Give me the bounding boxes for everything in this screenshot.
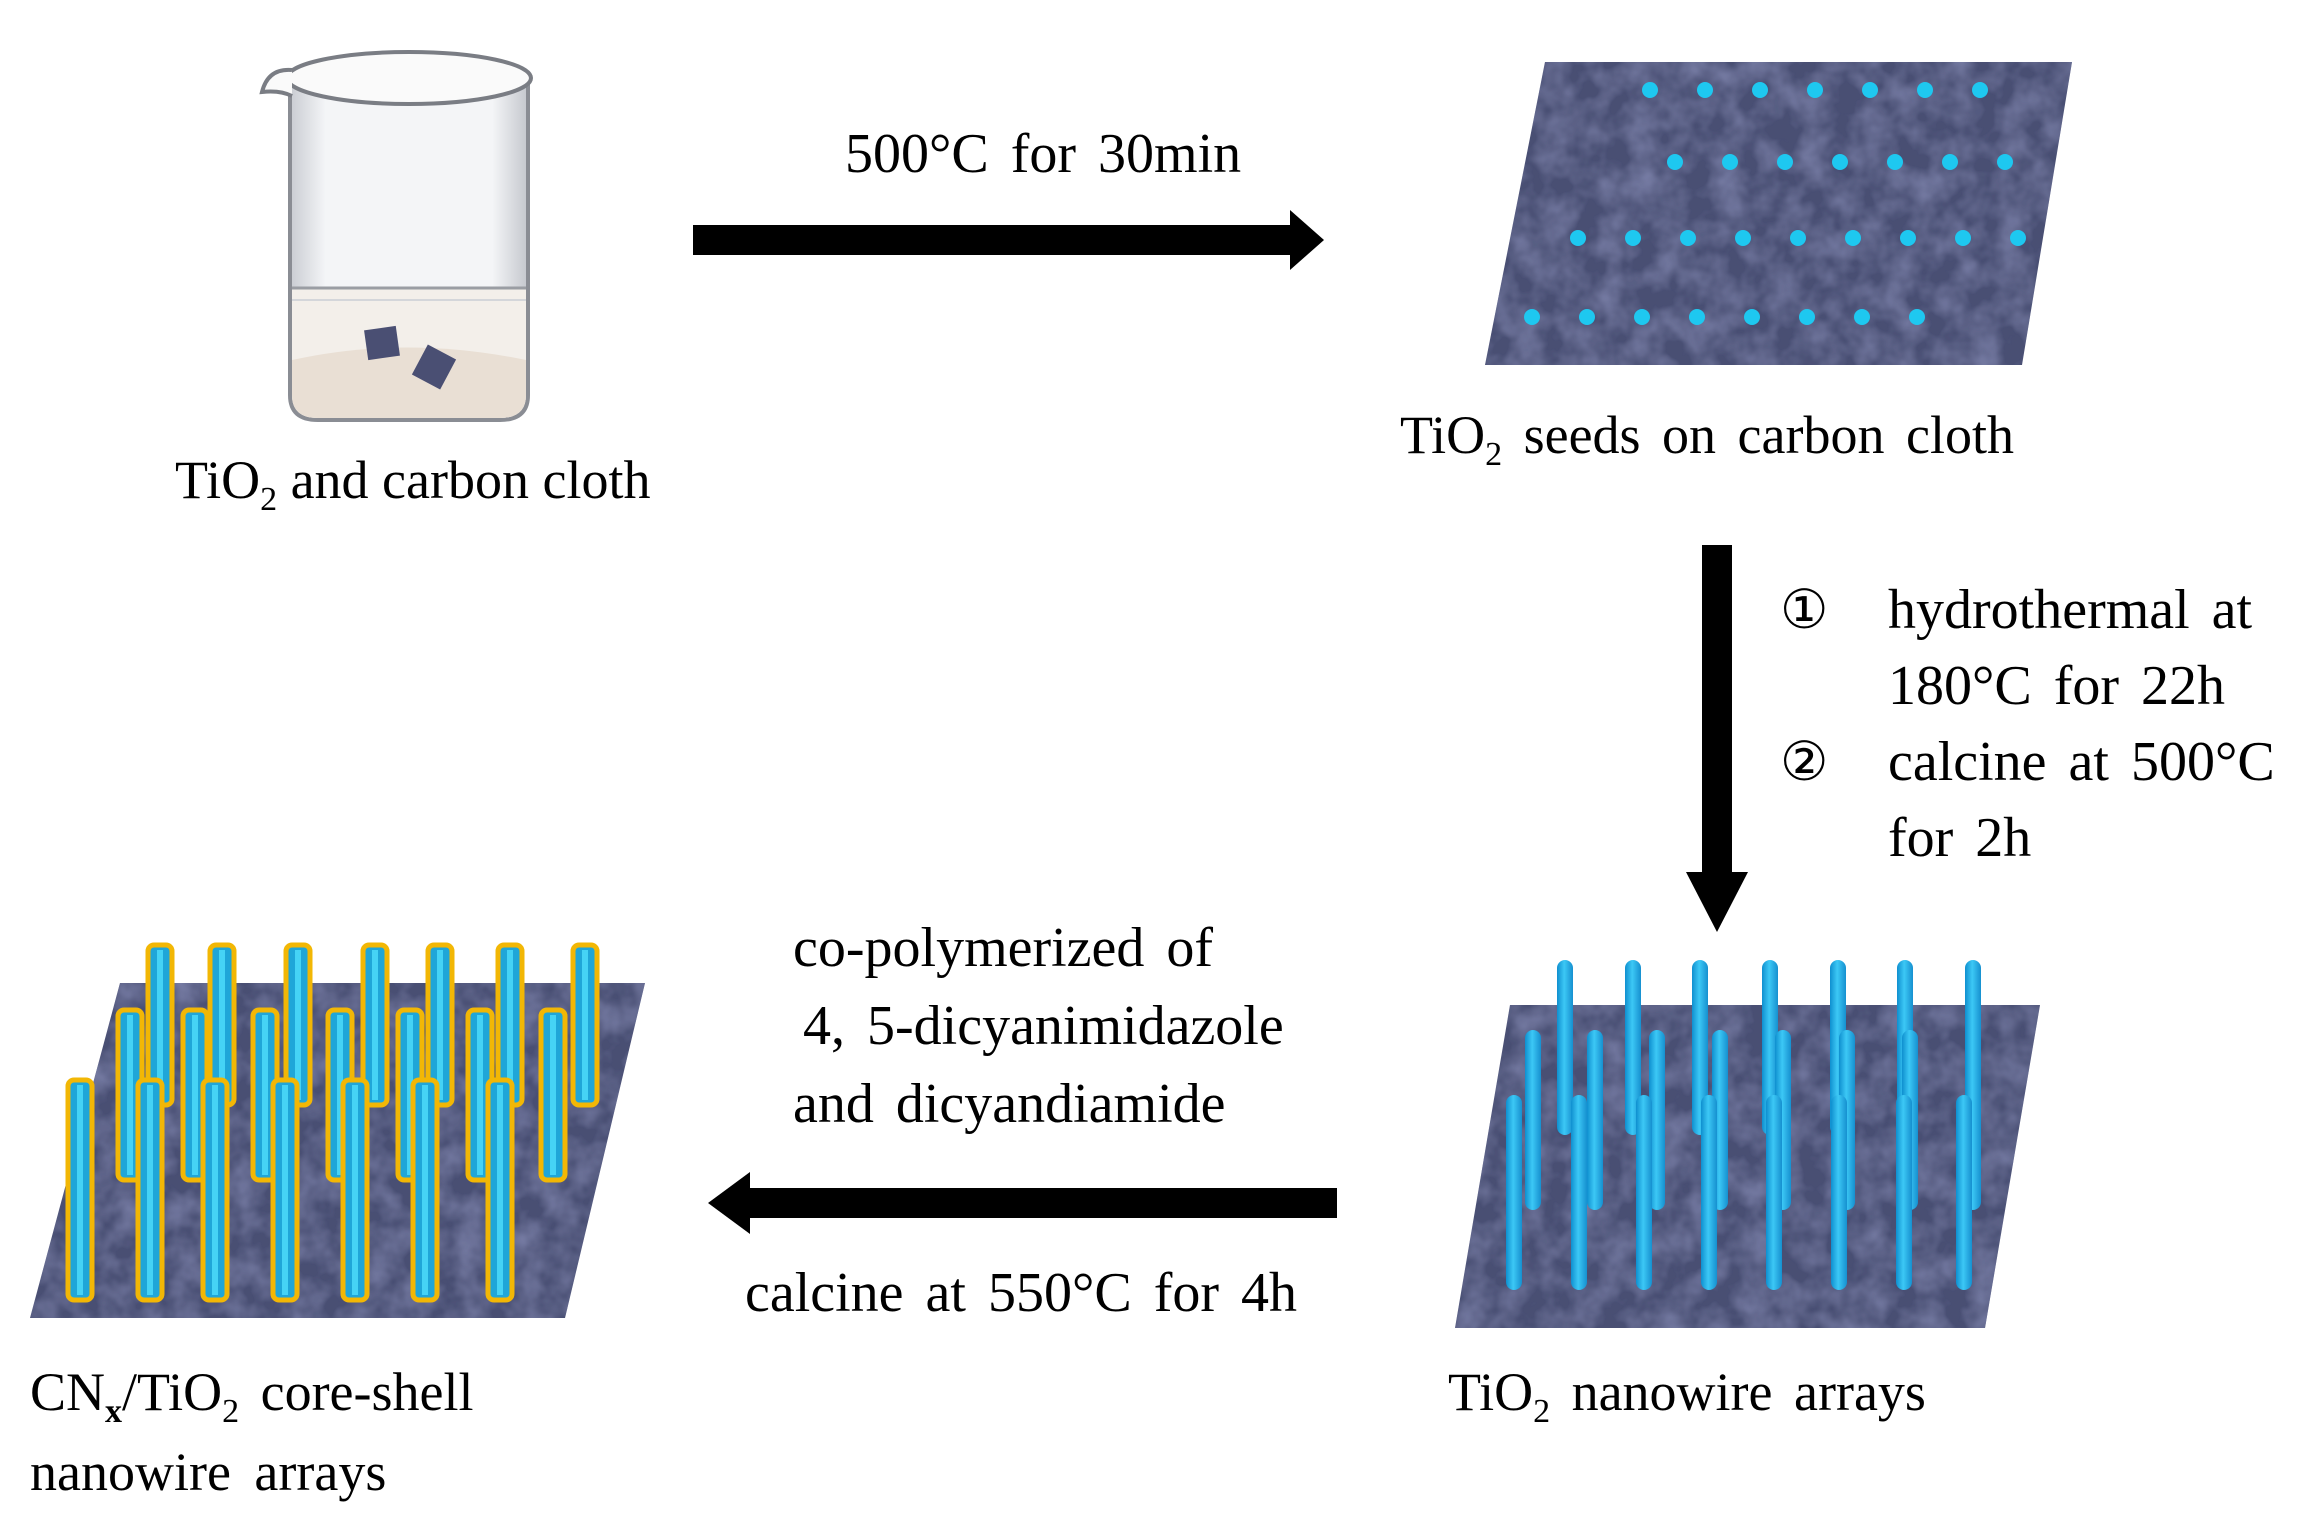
tio2-seed-dot [1972, 82, 1988, 98]
tio2-seed-dot [1689, 309, 1705, 325]
tio2-seed-dot [1625, 230, 1641, 246]
cnx-tio2-core-shell-nanowires [65, 942, 600, 1303]
tio2-nanowire [1766, 1095, 1782, 1290]
beaker [259, 50, 533, 422]
core-shell-nanowire [340, 1077, 370, 1303]
step-number-2: ② [1780, 730, 1829, 793]
carbon-cloth [1455, 1005, 2040, 1328]
arrow-step1 [693, 210, 1324, 270]
step-number-1: ① [1780, 578, 1829, 641]
tio2-seed-dot [1799, 309, 1815, 325]
core-shell-nanowire [200, 1077, 230, 1303]
core-shell-nanowire [135, 1077, 165, 1303]
tio2-seed-dot [1642, 82, 1658, 98]
tio2-seed-dot [1845, 230, 1861, 246]
tio2-seed-dot [1790, 230, 1806, 246]
tio2-nanowire [1506, 1095, 1522, 1290]
tio2-seed-dot [1807, 82, 1823, 98]
tio2-seed-dot [1524, 309, 1540, 325]
tio2-nanowire [1831, 1095, 1847, 1290]
tio2-nanowire [1956, 1095, 1972, 1290]
step2-line2: 180°C for 22h [1888, 655, 2226, 717]
tio2-seed-dot [1942, 154, 1958, 170]
tio2-seed-dot [1722, 154, 1738, 170]
tio2-seed-dot [1887, 154, 1903, 170]
tio2-nanowire [1692, 960, 1708, 1135]
nanowires-caption: TiO2 nanowire arrays [1448, 1362, 1926, 1430]
tio2-nanowire [1625, 960, 1641, 1135]
tio2-seed-dot [1832, 154, 1848, 170]
tio2-nanowire [1587, 1030, 1603, 1210]
core-shell-nanowire [270, 1077, 300, 1303]
tio2-seed-dot [1667, 154, 1683, 170]
tio2-seed-dots [1524, 82, 2026, 325]
nanowire-substrate [1455, 960, 2040, 1328]
arrow-step2 [1686, 545, 1748, 932]
core-shell-nanowire [65, 1077, 95, 1303]
beaker-caption: TiO2 and carbon cloth [175, 450, 650, 518]
core-shell-nanowire [410, 1077, 440, 1303]
step3-line1: co-polymerized of [793, 917, 1214, 979]
tio2-seed-dot [1997, 154, 2013, 170]
tio2-nanowires [1506, 960, 1981, 1290]
tio2-nanowire [1557, 960, 1573, 1135]
tio2-seed-dot [1744, 309, 1760, 325]
tio2-seed-dot [1917, 82, 1933, 98]
seeds-substrate [1485, 62, 2072, 365]
core-shell-nanowire [283, 942, 313, 1108]
tio2-seed-dot [1680, 230, 1696, 246]
tio2-seed-dot [1634, 309, 1650, 325]
tio2-seed-dot [1579, 309, 1595, 325]
step2-text-3: calcine at 500°C [1888, 731, 2275, 793]
beaker-spout [259, 67, 293, 98]
carbon-cloth-piece [364, 325, 400, 361]
tio2-seed-dot [1862, 82, 1878, 98]
tio2-seed-dot [1777, 154, 1793, 170]
tio2-seed-dot [1697, 82, 1713, 98]
step3-line2: 4, 5-dicyanimidazole [803, 995, 1284, 1057]
tio2-nanowire [1571, 1095, 1587, 1290]
seeds-caption: TiO2 seeds on carbon cloth [1400, 405, 2014, 473]
tio2-nanowire [1636, 1095, 1652, 1290]
tio2-nanowire [1762, 960, 1778, 1135]
tio2-seed-dot [1752, 82, 1768, 98]
coreshell-substrate [30, 942, 645, 1318]
carbon-cloth-piece [411, 344, 457, 390]
step3-line4: calcine at 550°C for 4h [745, 1262, 1297, 1324]
tio2-nanowire [1525, 1030, 1541, 1210]
step2-line4: for 2h [1888, 807, 2032, 869]
tio2-seed-dot [1909, 309, 1925, 325]
tio2-nanowire [1896, 1095, 1912, 1290]
beaker-rim [285, 50, 533, 106]
tio2-seed-dot [1570, 230, 1586, 246]
tio2-nanowire [1701, 1095, 1717, 1290]
core-shell-nanowire [570, 942, 600, 1108]
beaker-sediment [292, 347, 526, 418]
tio2-seed-dot [1900, 230, 1916, 246]
core-shell-nanowire [425, 942, 455, 1108]
tio2-seed-dot [1854, 309, 1870, 325]
core-shell-nanowire [485, 1077, 515, 1303]
tio2-seed-dot [2010, 230, 2026, 246]
step3-line3: and dicyandiamide [793, 1073, 1226, 1135]
step1-label: 500°C for 30min [845, 123, 1241, 185]
core-shell-nanowire [538, 1007, 568, 1183]
step2-text-1: hydrothermal at [1888, 579, 2253, 641]
coreshell-caption-line2: nanowire arrays [30, 1442, 386, 1502]
arrow-step3 [708, 1172, 1337, 1234]
tio2-seed-dot [1735, 230, 1751, 246]
tio2-nanowire [1649, 1030, 1665, 1210]
carbon-cloth [1485, 62, 2072, 365]
coreshell-caption-line1: CNx/TiO2 core-shell [30, 1362, 474, 1430]
tio2-seed-dot [1955, 230, 1971, 246]
core-shell-nanowire [360, 942, 390, 1108]
